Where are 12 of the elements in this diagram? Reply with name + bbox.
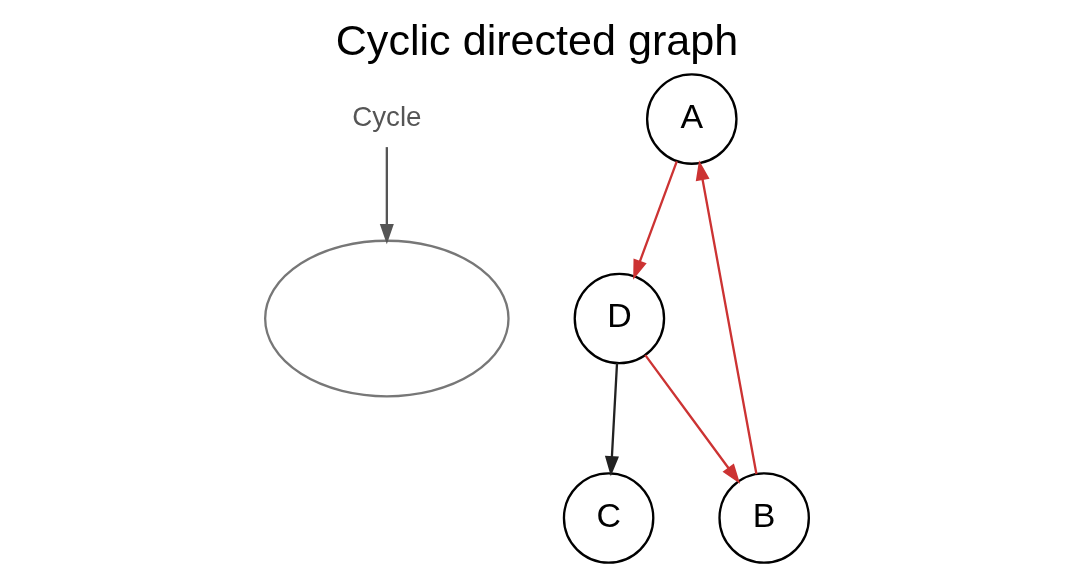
arrow (604, 363, 619, 477)
node-text: Cycle (352, 100, 422, 132)
node-circle: B (718, 472, 810, 564)
arrow (379, 147, 394, 245)
diagram-title: Cyclic directed graph (335, 16, 739, 65)
arrow (695, 160, 758, 475)
node-circle: C (562, 472, 655, 564)
node-circle: D (573, 272, 666, 365)
node-circle: A (645, 73, 738, 165)
arrow (633, 160, 678, 280)
arrow (644, 354, 741, 484)
node-ellipse (264, 239, 510, 398)
